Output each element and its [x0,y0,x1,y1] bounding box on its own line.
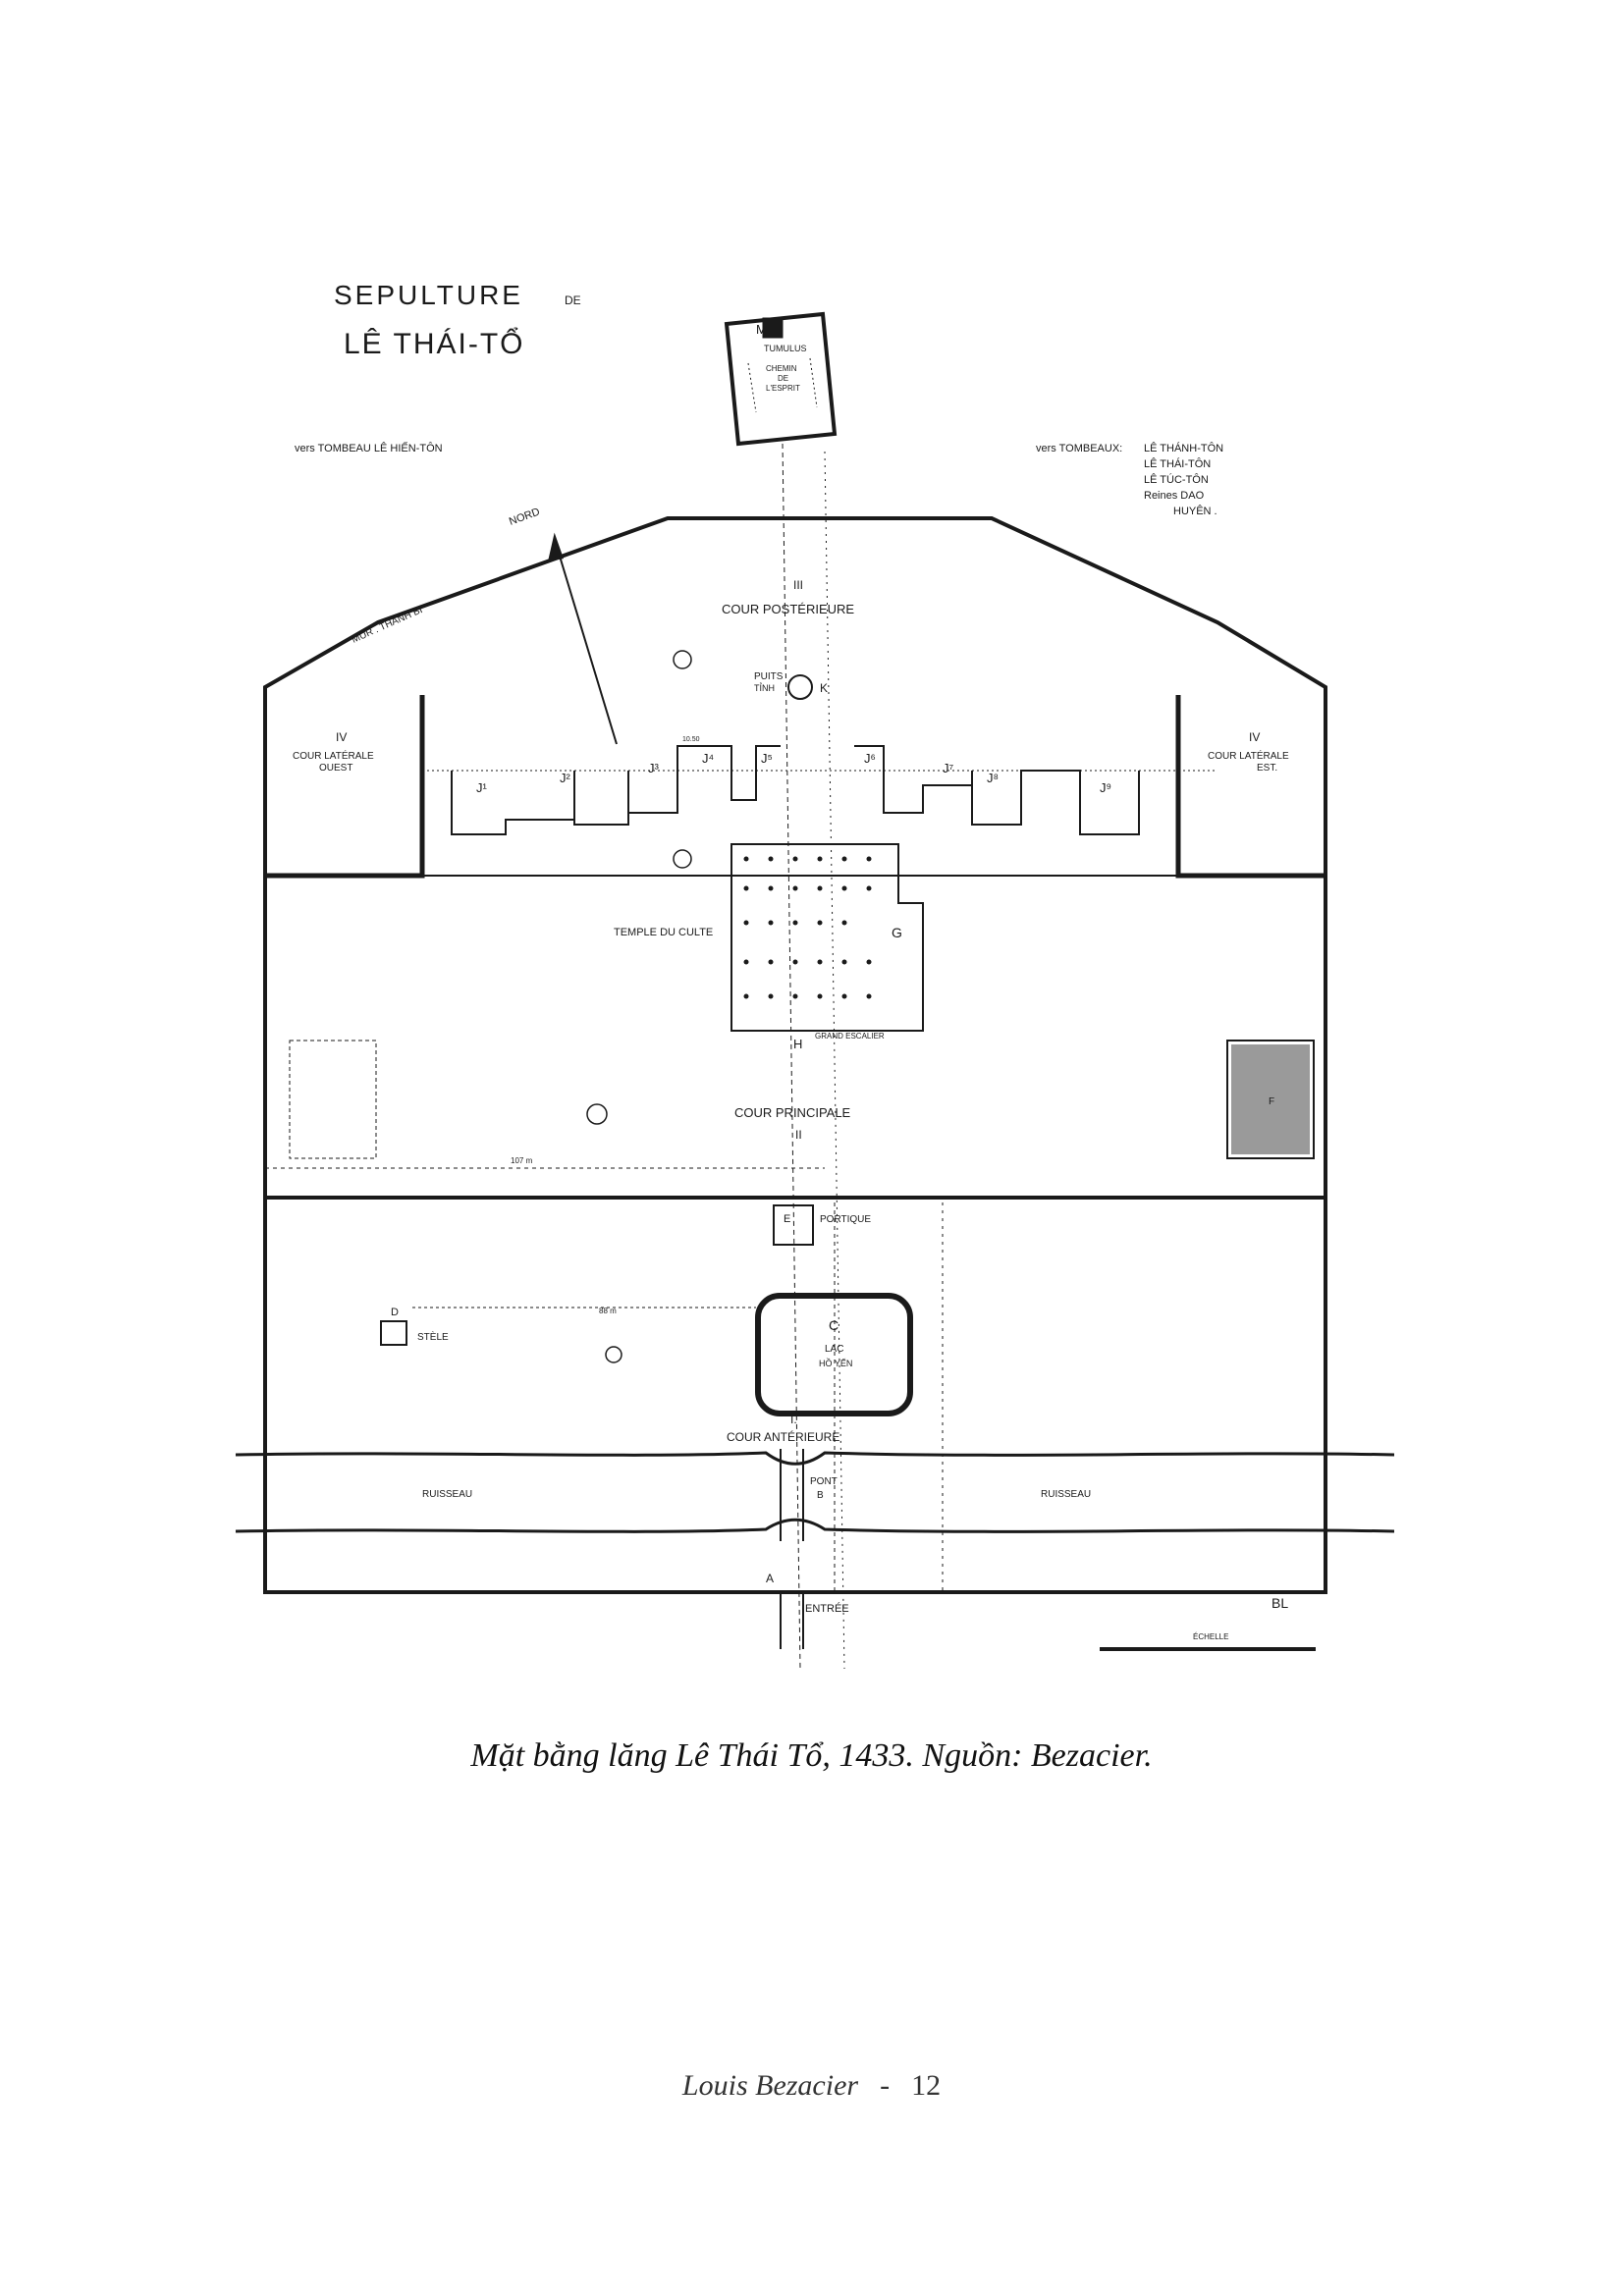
chemin-2: DE [778,374,788,383]
page-number: 12 [911,2069,942,2102]
tomb-j3: J³ [648,761,660,775]
h-label: H [793,1037,802,1051]
grand-escalier: GRAND ESCALIER [815,1032,885,1041]
cour-anterieure: COUR ANTÉRIEURE [727,1429,839,1444]
lac-label: LAC [825,1344,843,1355]
dim-court: 10.50 [682,736,700,743]
note-east-1: LÊ THÁNH-TÔN [1144,442,1223,454]
chemin-3: L'ESPRIT [766,384,800,393]
note-east-4: Reines DAO [1144,490,1205,502]
monogram: BL [1271,1595,1288,1611]
note-east-2: LÊ THÁI-TÔN [1144,457,1211,470]
dim-west: 107 m [511,1156,533,1165]
entree-label: ENTRÉE [805,1602,849,1615]
c-label: C [829,1317,839,1333]
plan-title-line1: SEPULTURE [334,280,523,310]
footer-separator: - [880,2069,891,2102]
note-east-5: HUYÊN . [1173,505,1217,517]
plan-outline [236,311,1394,1669]
iv-east: IV [1249,730,1260,744]
k-label: K [820,681,828,695]
cour-posterieure: COUR POSTÉRIEURE [722,602,854,616]
pont-label: PONT [810,1476,838,1487]
ruisseau-east: RUISSEAU [1041,1489,1091,1500]
plan-title-line2: LÊ THÁI-TỔ [344,327,524,360]
b-label: B [817,1490,824,1501]
stele-pavilion [380,1320,407,1346]
tomb-j5: J⁵ [761,751,773,766]
mur-label: MUR . THÀNH BI [350,603,424,645]
tomb-j8: J⁸ [987,771,999,785]
puits-label: PUITS [754,671,784,682]
portique-label: PORTIQUE [820,1214,871,1225]
g-label: G [892,925,902,940]
tomb-j6: J⁶ [864,751,876,766]
tomb-j1: J¹ [476,780,488,795]
nord-label: NORD [508,506,542,527]
temple-label: TEMPLE DU CULTE [614,927,713,938]
ho-yen-label: HỒ YẾN [819,1358,852,1368]
tomb-j4: J⁴ [702,751,714,766]
plan-title-de: DE [565,294,581,307]
iv-west: IV [336,730,347,744]
temple-columns [743,856,872,999]
stele-label: STÈLE [417,1330,449,1343]
cour-laterale-est-1: COUR LATÉRALE [1208,749,1289,762]
court-ii: II [795,1128,802,1142]
hatched-area [1231,1044,1310,1154]
cour-principale: COUR PRINCIPALE [734,1105,851,1120]
tumulus-m: M [756,322,767,337]
figure-caption: Mặt bằng lăng Lê Thái Tổ, 1433. Nguồn: B… [470,1737,1153,1774]
page-footer: Louis Bezacier-12 [0,2069,1623,2103]
e-label: E [784,1213,790,1225]
tumulus-label: TUMULUS [764,344,807,353]
d-label: D [391,1307,399,1318]
court-i: I. [790,1413,797,1426]
echelle-label: ÉCHELLE [1193,1632,1228,1641]
cour-laterale-ouest-1: COUR LATÉRALE [293,749,374,762]
site-plan-figure: SEPULTURE DE LÊ THÁI-TỔ vers TOMBEAU LÊ … [236,275,1394,1669]
footer-author: Louis Bezacier [681,2069,859,2102]
note-east-3: LÊ TÚC-TÔN [1144,473,1209,486]
chemin-1: CHEMIN [766,364,797,373]
tomb-j2: J² [560,771,571,785]
note-east-prefix: vers TOMBEAUX: [1036,443,1122,454]
tinh-label: TỈNH [754,682,775,693]
site-plan-drawing: SEPULTURE DE LÊ THÁI-TỔ vers TOMBEAU LÊ … [236,280,1394,1669]
note-west: vers TOMBEAU LÊ HIẾN-TÔN [295,442,443,454]
ruisseau-west: RUISSEAU [422,1489,472,1500]
court-iii: III [793,578,803,592]
cour-laterale-ouest-2: OUEST [319,763,352,774]
cour-laterale-est-2: EST. [1257,763,1277,774]
dim-stele: 88 m [599,1307,617,1315]
f-label: F [1269,1096,1274,1107]
tomb-j7: J⁷ [943,761,954,775]
a-label: A [766,1572,774,1585]
tomb-j9: J⁹ [1100,780,1111,795]
